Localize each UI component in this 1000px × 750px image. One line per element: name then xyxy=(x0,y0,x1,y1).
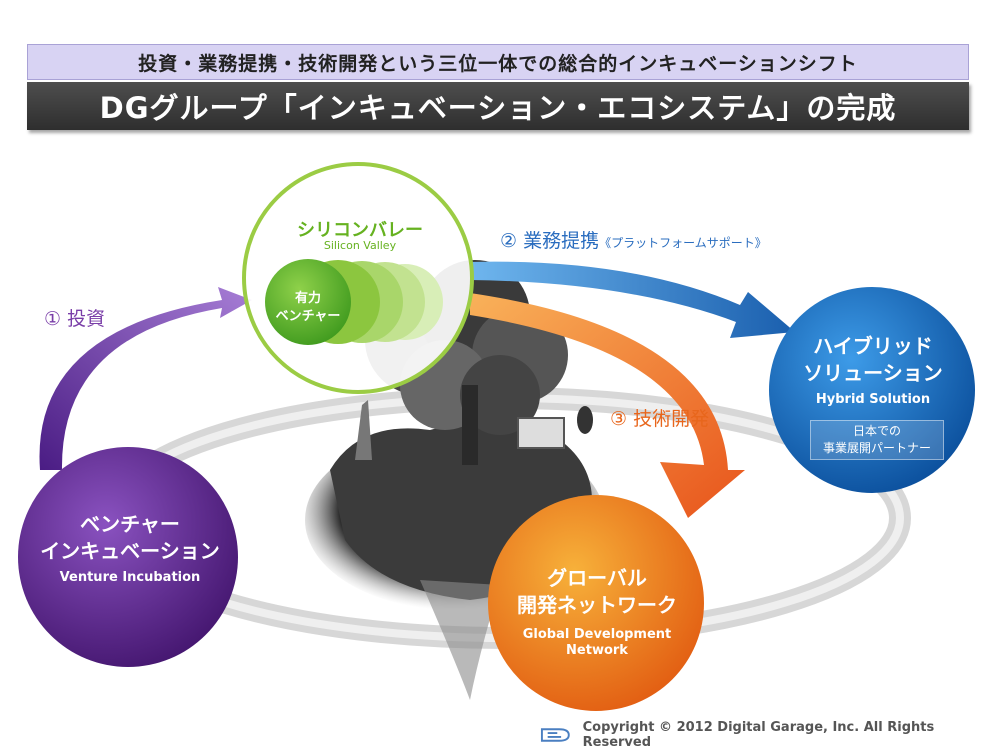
hybrid-label-ja: ハイブリッド ソリューション xyxy=(773,333,973,387)
silicon-valley-node xyxy=(242,162,474,394)
hybrid-box-line2: 事業展開パートナー xyxy=(822,441,931,455)
global-label-ja: グローバル 開発ネットワーク xyxy=(497,565,697,619)
global-dev-network-circle xyxy=(488,495,704,711)
venture-inner-circle xyxy=(265,259,351,345)
page-title: DGグループ「インキュベーション・エコシステム」の完成 xyxy=(99,91,897,125)
hybrid-solution-circle xyxy=(769,287,975,493)
silicon-valley-label-en: Silicon Valley xyxy=(323,239,397,252)
title-bar: DGグループ「インキュベーション・エコシステム」の完成 xyxy=(27,82,969,130)
strong-venture-label: 有力 ベンチャー xyxy=(268,290,348,326)
monitor-icon xyxy=(517,417,565,449)
step-investment-label: ① 投資 xyxy=(44,308,106,330)
strong-venture-line1: 有力 xyxy=(294,291,321,306)
hybrid-box-line1: 日本での xyxy=(852,424,901,438)
global-label-line1: グローバル xyxy=(547,566,647,590)
hybrid-label-line1: ハイブリッド xyxy=(813,334,933,358)
venture-label-line2: インキュベーション xyxy=(40,539,220,563)
hybrid-label-en: Hybrid Solution xyxy=(815,392,931,407)
global-label-line2: 開発ネットワーク xyxy=(517,593,677,617)
step-tech-label: ③ 技術開発 xyxy=(610,408,710,430)
silicon-valley-label-ja: シリコンバレー xyxy=(297,220,423,241)
step-alliance-sub: 《プラットフォームサポート》 xyxy=(599,236,767,250)
venture-incubation-circle xyxy=(18,447,238,667)
strong-venture-line2: ベンチャー xyxy=(275,309,341,324)
hybrid-partner-box: 日本での 事業展開パートナー xyxy=(810,420,944,460)
arrow-business-alliance xyxy=(470,261,795,338)
dg-logo-icon xyxy=(540,728,570,742)
venture-label-en: Venture Incubation xyxy=(59,570,201,585)
arrow-investment xyxy=(39,287,253,470)
arrow-tech-development xyxy=(470,293,745,518)
step-alliance-label: ② 業務提携《プラットフォームサポート》 xyxy=(500,226,767,253)
subtitle-bar: 投資・業務提携・技術開発という三位一体での総合的インキュベーションシフト xyxy=(27,44,969,80)
step-alliance-main: ② 業務提携 xyxy=(500,230,600,252)
global-label-en: Global Development Network xyxy=(497,627,697,659)
footer-copyright: Copyright © 2012 Digital Garage, Inc. Al… xyxy=(540,720,990,750)
subtitle-text: 投資・業務提携・技術開発という三位一体での総合的インキュベーションシフト xyxy=(138,52,858,75)
venture-label-line1: ベンチャー xyxy=(80,512,180,536)
hybrid-label-line2: ソリューション xyxy=(803,361,943,385)
copyright-text: Copyright © 2012 Digital Garage, Inc. Al… xyxy=(582,720,935,750)
global-label-en-line1: Global Development xyxy=(522,627,672,642)
giraffe-icon xyxy=(355,400,372,460)
global-label-en-line2: Network xyxy=(566,643,628,658)
penguin-icon xyxy=(577,406,593,434)
venture-label-ja: ベンチャー インキュベーション xyxy=(30,511,230,565)
